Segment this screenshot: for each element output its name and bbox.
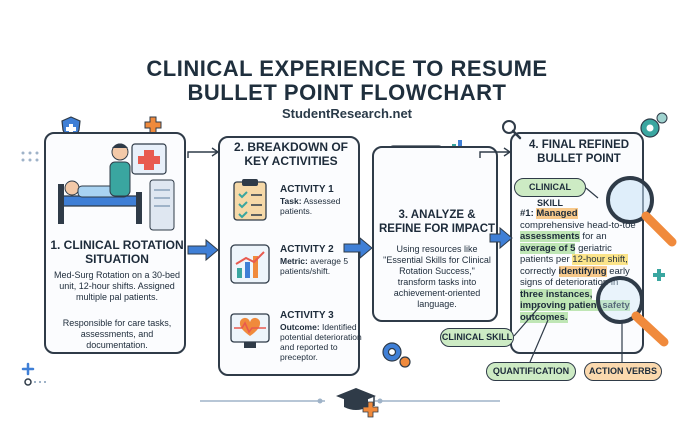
step-2-title: 2. BREAKDOWN OF KEY ACTIVITIES — [234, 140, 348, 168]
activity-1-label: Task: — [280, 196, 302, 206]
page-title-line-2: BULLET POINT FLOWCHART — [187, 80, 507, 105]
clipboard-checklist-icon — [233, 179, 267, 221]
activity-2-text: average 5 patients/shift. — [280, 256, 349, 276]
bullet-prefix: #1: — [520, 208, 534, 219]
dots-decoration-icon — [21, 151, 39, 162]
bullet-text-for-an: for an — [582, 231, 607, 242]
heart-monitor-icon — [230, 313, 270, 348]
divider-line-icon — [200, 398, 500, 404]
gear-icon — [382, 342, 411, 368]
activity-1-text: Assessed patients. — [280, 196, 341, 216]
activity-3-title: ACTIVITY 3 — [280, 310, 334, 321]
magnifying-glass-small-icon — [502, 120, 522, 140]
page-title-line-1: CLINICAL EXPERIENCE TO RESUME — [146, 56, 548, 81]
bullet-text-geriatric: geriatric patients per — [520, 242, 612, 266]
arrow-step3-to-step4 — [489, 226, 513, 250]
step-4-panel: 4. FINAL REFINED BULLET POINT #1: Manage… — [510, 132, 644, 354]
plus-circle-decoration-icon — [21, 362, 46, 386]
step-1-panel: 1. CLINICAL ROTATION SITUATION Med-Surg … — [44, 132, 186, 354]
chart-growth-icon — [230, 244, 270, 284]
bullet-action-identifying: identifying — [558, 265, 607, 277]
arrow-step2-to-step3 — [343, 236, 373, 260]
step-3-title: 3. ANALYZE & REFINE FOR IMPACT — [378, 209, 496, 235]
step-1-text-1: Med-Surg Rotation on a 30-bed unit, 12-h… — [53, 270, 181, 302]
activity-2: ACTIVITY 2 Metric: average 5 patients/sh… — [280, 244, 364, 276]
clinical-skill-tag-bottom: CLINICAL SKILL — [440, 328, 514, 347]
bullet-text-comprehensive: comprehensive head-to-toe — [520, 219, 636, 231]
step-4-title: 4. FINAL REFINED BULLET POINT — [528, 139, 630, 165]
step-2-panel: 2. BREAKDOWN OF KEY ACTIVITIES ACTIVITY … — [218, 136, 362, 376]
action-verbs-tag: ACTION VERBS — [584, 362, 662, 381]
arrow-step1-to-step2 — [187, 238, 219, 262]
plus-small-icon — [653, 269, 665, 281]
bracket-arrow-step3-to-step4 — [479, 147, 512, 158]
activity-2-title: ACTIVITY 2 — [280, 244, 334, 255]
activity-3: ACTIVITY 3 Outcome: Identified potential… — [280, 310, 364, 362]
bullet-quant-three: three instances, — [520, 288, 593, 300]
activity-2-label: Metric: — [280, 256, 308, 266]
bracket-arrow-step1-to-step2 — [187, 147, 220, 158]
final-bullet-point: #1: Managed comprehensive head-to-toe as… — [520, 208, 640, 323]
gears-icon — [640, 112, 668, 138]
site-name: StudentResearch.net — [281, 106, 413, 121]
activity-3-text: Identified potential deterioration and r… — [280, 322, 362, 362]
bullet-skill-assessments: assessments — [520, 231, 580, 242]
magnifying-glass-overlay-icon — [596, 276, 669, 347]
activity-3-label: Outcome: — [280, 322, 320, 332]
nurse-patient-illustration-icon — [58, 143, 175, 231]
magnifying-glass-large-icon — [606, 176, 677, 247]
bullet-text-correctly: correctly — [520, 265, 556, 277]
quantification-tag: QUANTIFICATION — [486, 362, 576, 381]
step-3-text: Using resources like "Essential Skills f… — [383, 244, 491, 309]
bullet-action-managed: Managed — [536, 208, 578, 219]
bullet-text-early: early signs of deterioration in — [520, 265, 630, 289]
step-1-title: 1. CLINICAL ROTATION SITUATION — [50, 238, 184, 266]
activity-1: ACTIVITY 1 Task: Assessed patients. — [280, 184, 364, 216]
step-1-text-2: Responsible for care tasks, assessments,… — [62, 318, 172, 350]
bullet-quant-12hour: 12-hour shift, — [572, 254, 628, 265]
clinical-skill-tag-top: CLINICAL SKILL — [514, 178, 586, 208]
bullet-quant-average: average of 5 — [520, 242, 576, 254]
graduation-cap-icon — [336, 388, 379, 418]
activity-1-title: ACTIVITY 1 — [280, 184, 334, 195]
